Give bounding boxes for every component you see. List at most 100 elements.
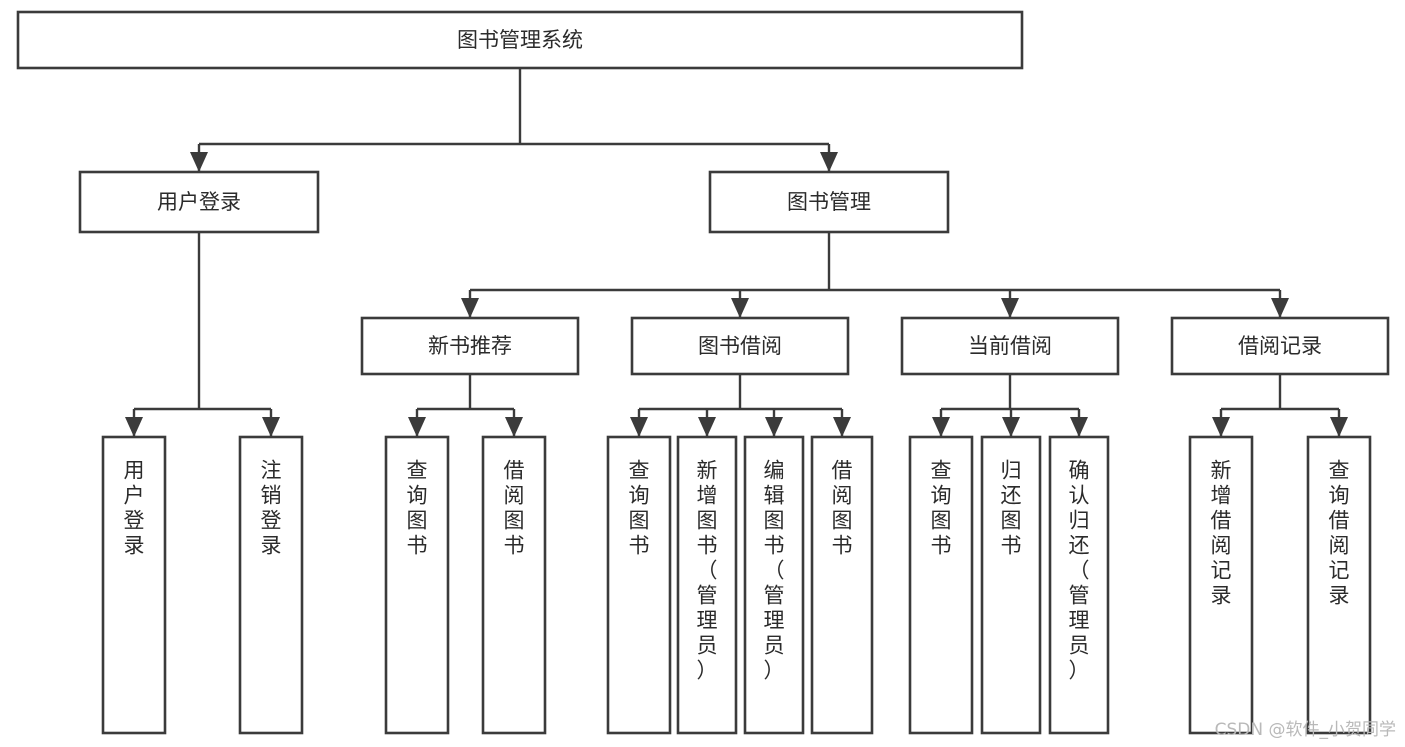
node-box-leaf_query_book_1 xyxy=(384,435,450,735)
node-label-char: 图 xyxy=(931,509,952,533)
node-box-leaf_edit_book xyxy=(743,435,805,735)
node-label-char: 书 xyxy=(1001,534,1022,558)
node-label-char: 新 xyxy=(697,459,718,483)
node-label-char: 阅 xyxy=(504,484,525,508)
node-label-char: 员 xyxy=(697,634,718,658)
node-box-leaf_confirm_return xyxy=(1048,435,1110,735)
node-label-char: （ xyxy=(1069,559,1090,583)
node-label-char: ） xyxy=(697,659,718,683)
node-label-char: 询 xyxy=(1329,484,1350,508)
node-label-char: 录 xyxy=(124,534,145,558)
node-label-char: 录 xyxy=(1211,584,1232,608)
node-box-borrow_record xyxy=(1170,316,1390,376)
arrow-head-icon xyxy=(731,298,749,318)
node-label-char: 查 xyxy=(931,459,952,483)
node-label-char: 询 xyxy=(931,484,952,508)
node-label-char: 图 xyxy=(504,509,525,533)
arrow-head-icon xyxy=(1212,417,1230,437)
node-box-user_login xyxy=(78,170,320,234)
node-layer: 图书管理系统用户登录图书管理新书推荐图书借阅当前借阅借阅记录用户登录注销登录查询… xyxy=(16,10,1390,735)
node-label-char: 查 xyxy=(1329,459,1350,483)
node-label-char: 员 xyxy=(764,634,785,658)
node-box-leaf_borrow_book_1 xyxy=(481,435,547,735)
arrow-head-icon xyxy=(698,417,716,437)
node-label-char: 管 xyxy=(697,584,718,608)
node-label-char: 图 xyxy=(629,509,650,533)
arrow-head-icon xyxy=(1002,417,1020,437)
node-label-char: 查 xyxy=(407,459,428,483)
node-box-book_borrow xyxy=(630,316,850,376)
node-label-char: 归 xyxy=(1069,509,1090,533)
node-root[interactable]: 图书管理系统 xyxy=(16,10,1024,70)
arrow-head-icon xyxy=(820,152,838,172)
node-box-root xyxy=(16,10,1024,70)
node-book_manage[interactable]: 图书管理 xyxy=(708,170,950,234)
node-label-char: 编 xyxy=(764,459,785,483)
node-label-char: 确 xyxy=(1069,459,1090,483)
node-label-char: 询 xyxy=(407,484,428,508)
node-current_borrow[interactable]: 当前借阅 xyxy=(900,316,1120,376)
node-label-char: 借 xyxy=(832,459,853,483)
node-label-char: 图 xyxy=(407,509,428,533)
node-label-char: 管 xyxy=(1069,584,1090,608)
node-label-char: 登 xyxy=(261,509,282,533)
node-label-char: 辑 xyxy=(764,484,785,508)
node-label-char: 阅 xyxy=(1211,534,1232,558)
node-user_login[interactable]: 用户登录 xyxy=(78,170,320,234)
node-label-root: 图书管理系统 xyxy=(457,28,583,52)
node-label-char: 查 xyxy=(629,459,650,483)
node-label-char: 增 xyxy=(1211,484,1232,508)
node-label-char: 书 xyxy=(504,534,525,558)
node-label-char: 销 xyxy=(261,484,282,508)
node-label-char: 新 xyxy=(1211,459,1232,483)
arrow-head-icon xyxy=(262,417,280,437)
arrow-head-icon xyxy=(1070,417,1088,437)
arrow-head-icon xyxy=(1330,417,1348,437)
node-label-char: 借 xyxy=(1329,509,1350,533)
node-box-leaf_query_book_3 xyxy=(908,435,974,735)
arrow-head-icon xyxy=(1271,298,1289,318)
node-label-char: 注 xyxy=(261,459,282,483)
node-borrow_record[interactable]: 借阅记录 xyxy=(1170,316,1390,376)
node-label-char: （ xyxy=(764,559,785,583)
node-label-char: 图 xyxy=(832,509,853,533)
node-new_book_rec[interactable]: 新书推荐 xyxy=(360,316,580,376)
node-label-new_book_rec: 新书推荐 xyxy=(428,334,512,358)
connector-layer xyxy=(125,68,1348,437)
node-label-char: 阅 xyxy=(1329,534,1350,558)
node-box-leaf_query_record xyxy=(1306,435,1372,735)
node-label-char: 理 xyxy=(697,609,718,633)
node-label-char: 阅 xyxy=(832,484,853,508)
node-box-leaf_borrow_book_2 xyxy=(810,435,874,735)
node-label-char: 记 xyxy=(1329,559,1350,583)
node-label-char: 用 xyxy=(124,459,145,483)
node-box-leaf_add_book xyxy=(676,435,738,735)
node-label-char: 书 xyxy=(832,534,853,558)
arrow-head-icon xyxy=(125,417,143,437)
node-label-char: 借 xyxy=(504,459,525,483)
node-label-char: 图 xyxy=(1001,509,1022,533)
node-label-char: 图 xyxy=(697,509,718,533)
csdn-watermark: CSDN @软件_小贺同学 xyxy=(1215,720,1396,740)
arrow-head-icon xyxy=(833,417,851,437)
node-label-char: 认 xyxy=(1069,484,1090,508)
node-box-book_manage xyxy=(708,170,950,234)
node-book_borrow[interactable]: 图书借阅 xyxy=(630,316,850,376)
node-box-leaf_logout xyxy=(238,435,304,735)
node-leaf_user_login[interactable]: 用户登录 xyxy=(101,435,167,735)
node-label-char: 记 xyxy=(1211,559,1232,583)
